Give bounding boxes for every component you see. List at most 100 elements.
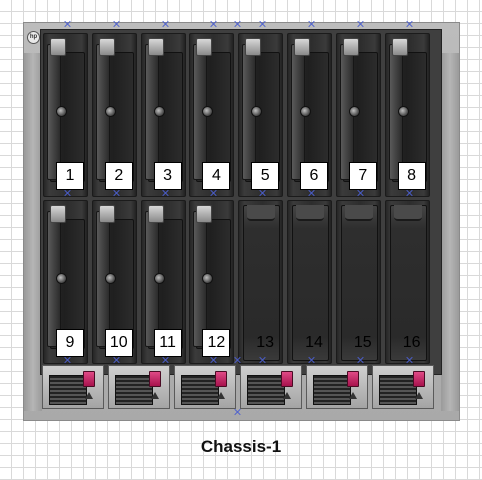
power-button-icon: [153, 273, 165, 284]
bay-number-label: 5: [251, 162, 280, 190]
power-button-icon: [300, 106, 311, 117]
power-supply-4[interactable]: [240, 365, 302, 409]
blank-handle: [247, 205, 276, 221]
bay-number-label: 7: [348, 162, 377, 190]
power-led-icon: [149, 371, 161, 387]
power-supply-5[interactable]: [306, 365, 368, 409]
power-button-icon: [104, 106, 116, 117]
power-led-icon: [83, 371, 95, 387]
blade-bay-11[interactable]: 11: [140, 200, 186, 364]
selection-handle-icon[interactable]: [163, 21, 169, 27]
power-button-icon: [397, 106, 409, 117]
power-supply-1[interactable]: [42, 365, 104, 409]
selection-handle-icon[interactable]: [407, 357, 413, 363]
power-supply-6[interactable]: [372, 365, 434, 409]
selection-handle-icon[interactable]: [235, 409, 241, 415]
empty-bay-blank: [340, 205, 378, 361]
selection-handle-icon[interactable]: [163, 357, 169, 363]
bay-number-label: 10: [104, 329, 133, 357]
warning-icon: [217, 392, 225, 399]
blank-handle: [344, 205, 373, 221]
power-supply-3[interactable]: [174, 365, 236, 409]
bay-number-label: 6: [300, 162, 328, 190]
selection-handle-icon[interactable]: [358, 190, 364, 196]
bay-number-label: 3: [153, 162, 182, 190]
selection-handle-icon[interactable]: [358, 21, 364, 27]
blade-latch-icon: [50, 38, 66, 56]
selection-handle-icon[interactable]: [114, 357, 120, 363]
selection-handle-icon[interactable]: [235, 21, 241, 27]
blade-bay-9[interactable]: 9: [43, 200, 88, 364]
power-button-icon: [56, 106, 67, 117]
bay-number-label: 16: [402, 334, 421, 351]
selection-handle-icon[interactable]: [65, 21, 71, 27]
blade-bay-8[interactable]: 8: [384, 33, 430, 197]
selection-handle-icon[interactable]: [65, 190, 71, 196]
blade-bay-16[interactable]: 16: [384, 200, 430, 364]
selection-handle-icon[interactable]: [211, 190, 217, 196]
chassis-right-ear: [441, 53, 459, 411]
selection-handle-icon[interactable]: [114, 21, 120, 27]
power-button-icon: [348, 106, 360, 117]
selection-handle-icon[interactable]: [65, 357, 71, 363]
selection-handle-icon[interactable]: [114, 190, 120, 196]
blade-bay-10[interactable]: 10: [91, 200, 137, 364]
power-supply-2[interactable]: [108, 365, 170, 409]
empty-bay-blank: [389, 205, 427, 361]
hp-logo-icon: hp: [27, 31, 40, 44]
fan-grill-icon: [49, 375, 87, 405]
selection-handle-icon[interactable]: [407, 190, 413, 196]
blade-bay-12[interactable]: 12: [189, 200, 235, 364]
selection-handle-icon[interactable]: [260, 357, 266, 363]
selection-handle-icon[interactable]: [163, 190, 169, 196]
fan-grill-icon: [181, 375, 219, 405]
blank-handle: [296, 205, 324, 221]
blade-bay-7[interactable]: 7: [335, 33, 381, 197]
blade-bay-4[interactable]: 4: [189, 33, 235, 197]
blade-latch-icon: [147, 205, 164, 223]
warning-icon: [85, 392, 93, 399]
power-led-icon: [215, 371, 227, 387]
bay-number-label: 15: [353, 334, 372, 351]
selection-handle-icon[interactable]: [309, 357, 315, 363]
blade-bay-2[interactable]: 2: [91, 33, 137, 197]
blade-bay-1[interactable]: 1: [43, 33, 88, 197]
blank-handle: [393, 205, 422, 221]
empty-bay-blank: [292, 205, 329, 361]
power-supply-row: [40, 363, 442, 415]
fan-grill-icon: [247, 375, 285, 405]
power-button-icon: [153, 106, 165, 117]
empty-bay-blank: [243, 205, 281, 361]
warning-icon: [151, 392, 159, 399]
selection-handle-icon[interactable]: [211, 21, 217, 27]
bay-number-label: 4: [202, 162, 231, 190]
blade-latch-icon: [196, 205, 213, 223]
blade-latch-icon: [147, 38, 164, 56]
selection-handle-icon[interactable]: [260, 21, 266, 27]
blade-bay-3[interactable]: 3: [140, 33, 186, 197]
selection-handle-icon[interactable]: [309, 21, 315, 27]
selection-handle-icon[interactable]: [235, 357, 241, 363]
blade-bay-15[interactable]: 15: [335, 200, 381, 364]
bay-number-label: 2: [104, 162, 133, 190]
blade-bay-13[interactable]: 13: [238, 200, 284, 364]
blade-latch-icon: [98, 38, 115, 56]
selection-handle-icon[interactable]: [358, 357, 364, 363]
selection-handle-icon[interactable]: [211, 357, 217, 363]
blade-bay-6[interactable]: 6: [287, 33, 332, 197]
selection-handle-icon[interactable]: [309, 190, 315, 196]
warning-icon: [415, 392, 423, 399]
blade-latch-icon: [391, 38, 408, 56]
bay-number-label: 1: [56, 162, 84, 190]
power-led-icon: [281, 371, 293, 387]
bay-number-label: 9: [56, 329, 84, 357]
bay-number-label: 14: [305, 334, 323, 351]
blade-bay-14[interactable]: 14: [287, 200, 332, 364]
blade-latch-icon: [98, 205, 115, 223]
selection-handle-icon[interactable]: [407, 21, 413, 27]
chassis-label: Chassis-1: [200, 437, 282, 456]
selection-handle-icon[interactable]: [260, 190, 266, 196]
blade-bay-5[interactable]: 5: [238, 33, 284, 197]
